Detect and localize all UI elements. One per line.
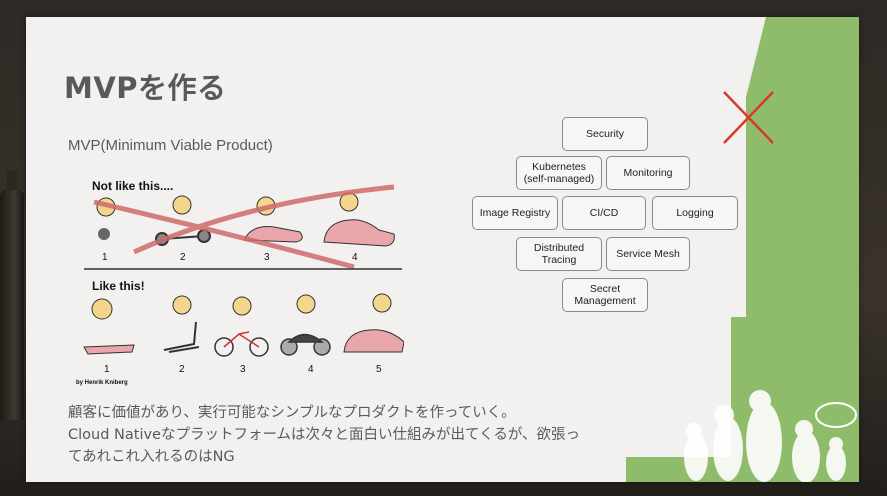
top-number-3: 3 <box>264 252 270 263</box>
not-like-this-label: Not like this.... <box>92 179 173 193</box>
scooter <box>163 321 200 353</box>
top-number-4: 4 <box>352 252 358 263</box>
bottle-neck <box>7 170 17 200</box>
component-logging: Logging <box>652 196 738 230</box>
body-line-1: 顧客に価値があり、実行可能なシンプルなプロダクトを作っていく。 <box>68 405 516 421</box>
car-body-small <box>243 226 303 243</box>
component-security: Security <box>562 117 648 151</box>
component-secret-management: Secret Management <box>562 278 648 312</box>
body-line-2: Cloud Nativeなプラットフォームは次々と面白い仕組みが出てくるが、欲張… <box>68 427 581 443</box>
slide-body: 顧客に価値があり、実行可能なシンプルなプロダクトを作っていく。 Cloud Na… <box>68 402 668 468</box>
penguin-silhouettes-icon <box>684 390 857 482</box>
red-cross-icon <box>723 91 774 144</box>
bottom-number-4: 4 <box>308 364 314 375</box>
bottom-number-1: 1 <box>104 364 110 375</box>
presentation-slide: MVPを作る MVP(Minimum Viable Product) Not l… <box>26 17 859 482</box>
top-number-1: 1 <box>102 252 108 263</box>
slide-subtitle: MVP(Minimum Viable Product) <box>68 137 273 154</box>
bottom-number-2: 2 <box>179 364 185 375</box>
component-distributed-tracing: Distributed Tracing <box>516 237 602 271</box>
component-service-mesh: Service Mesh <box>606 237 690 271</box>
illustration-credit: by Henrik Kniberg <box>76 380 128 386</box>
bottom-number-5: 5 <box>376 364 382 375</box>
bottle <box>0 190 24 420</box>
convertible-car <box>343 329 404 353</box>
mvp-illustration: Not like this.... 1 2 3 4 Like this! <box>76 179 404 386</box>
bicycle <box>214 331 269 357</box>
speech-bubble <box>815 402 857 428</box>
red-crossout <box>93 184 395 270</box>
green-background-shape <box>626 17 859 482</box>
car-body-full <box>323 219 395 247</box>
bottom-number-3: 3 <box>240 364 246 375</box>
faces-bottom <box>91 293 392 320</box>
component-kubernetes: Kubernetes (self-managed) <box>516 156 602 190</box>
like-this-label: Like this! <box>92 279 145 293</box>
component-monitoring: Monitoring <box>606 156 690 190</box>
body-line-3: てあれこれ入れるのはNG <box>68 449 235 465</box>
top-number-2: 2 <box>180 252 186 263</box>
skateboard <box>83 344 135 355</box>
iteration-wheel <box>98 228 110 240</box>
component-image-registry: Image Registry <box>472 196 558 230</box>
component-cicd: CI/CD <box>562 196 646 230</box>
slide-title: MVPを作る <box>64 71 227 105</box>
motorbike <box>280 333 331 356</box>
